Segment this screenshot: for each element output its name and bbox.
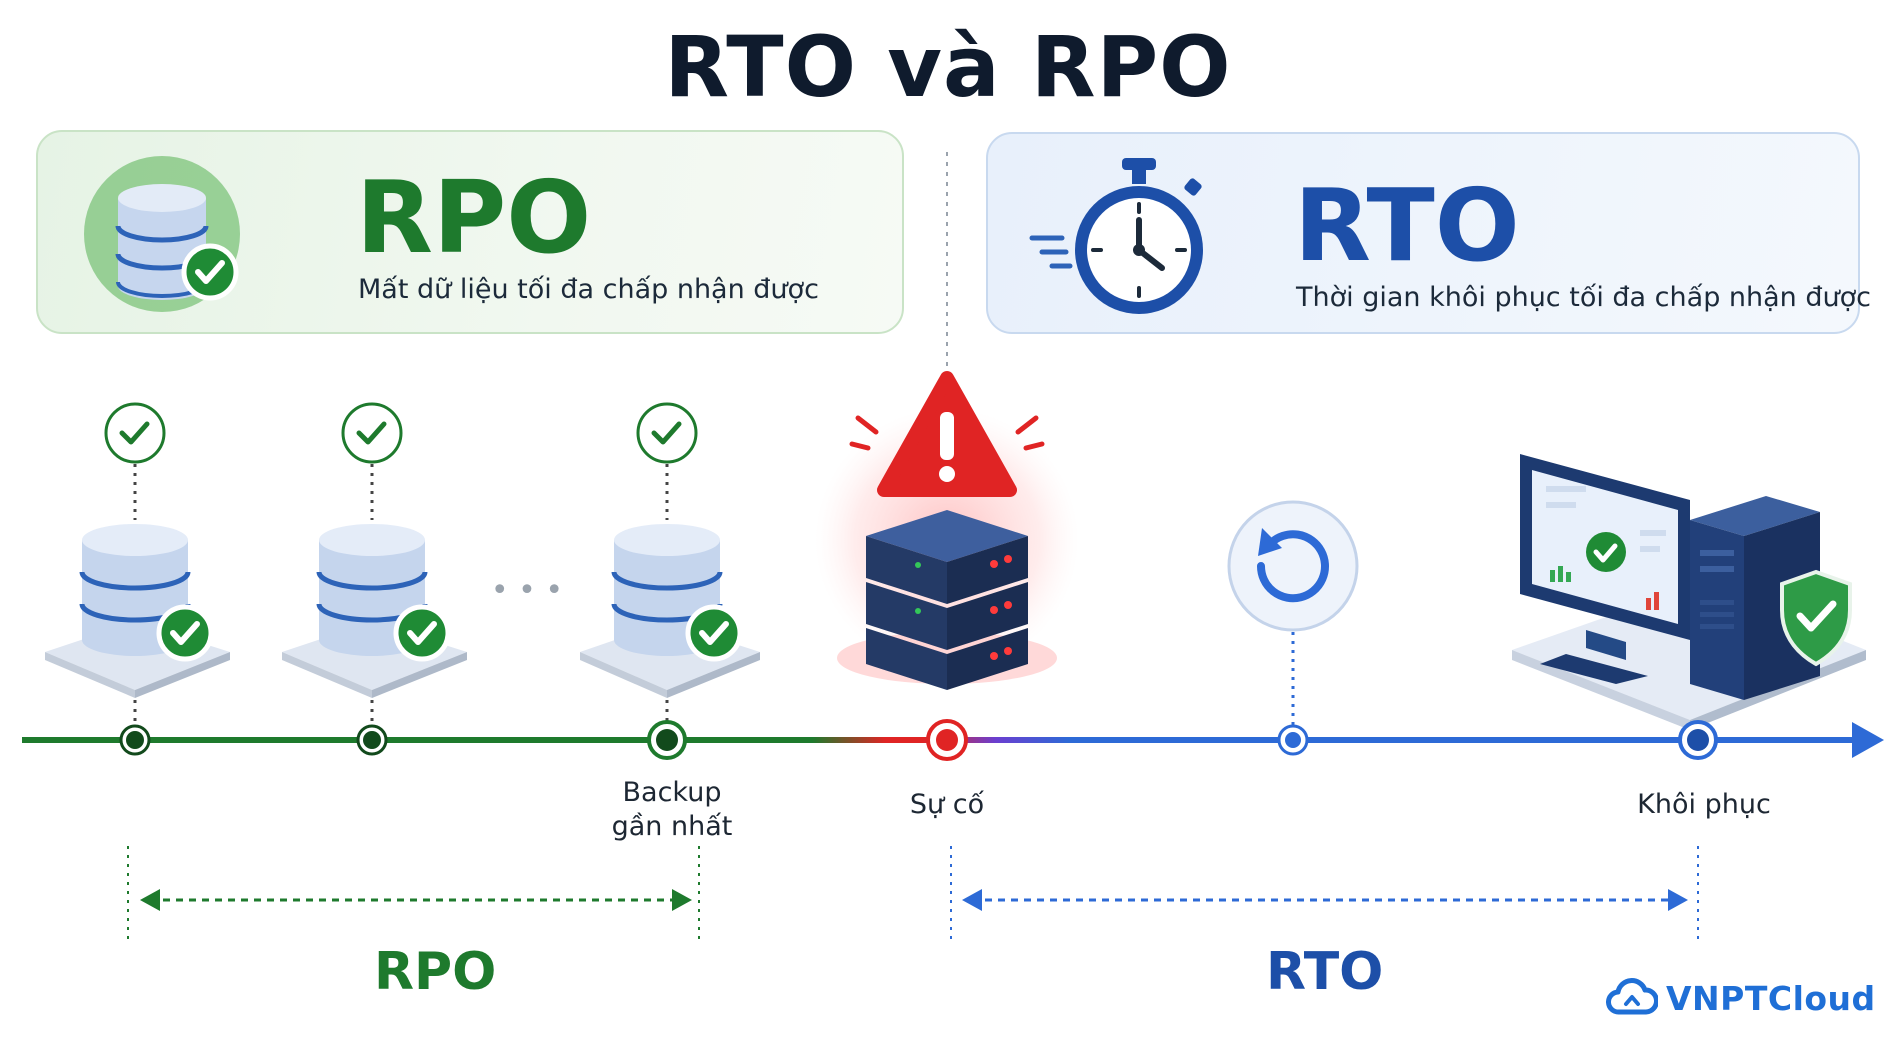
brand-name: VNPTCloud: [1666, 978, 1876, 1018]
rto-card-heading: RTO: [1294, 167, 1520, 284]
backup-node-1: [45, 402, 230, 726]
cloud-logo-icon: [1606, 978, 1658, 1015]
rpo-range-label: RPO: [374, 942, 497, 1002]
brand-logo: VNPTCloud: [1606, 978, 1876, 1018]
rto-card-subtitle: Thời gian khôi phục tối đa chấp nhận đượ…: [1296, 282, 1871, 313]
incident-label: Sự cố: [909, 789, 985, 820]
rpo-card-heading: RPO: [356, 159, 592, 276]
restore-arrow-icon: [1256, 528, 1329, 603]
last-backup-label-line-1: Backup: [622, 777, 722, 808]
rto-range-label: RTO: [1266, 942, 1384, 1002]
timeline-node-recovered: [1678, 720, 1718, 760]
restore-node: [1227, 500, 1359, 726]
rpo-card: RPO Mất dữ liệu tối đa chấp nhận được: [36, 130, 904, 334]
timeline-node-backup-latest: [647, 720, 687, 760]
timeline-node-restore: [1277, 724, 1309, 756]
rpo-card-subtitle: Mất dữ liệu tối đa chấp nhận được: [358, 274, 819, 305]
timeline-arrowhead: [1852, 722, 1884, 758]
timeline-node-backup-2: [356, 724, 388, 756]
rto-range-bracket: [950, 846, 1699, 940]
rto-card: RTO Thời gian khôi phục tối đa chấp nhận…: [986, 132, 1871, 334]
backup-node-latest: [580, 402, 760, 726]
incident-server: [815, 371, 1079, 690]
backup-ellipsis: • • •: [491, 573, 563, 608]
timeline-node-backup-1: [119, 724, 151, 756]
warning-triangle-icon: [849, 371, 1045, 497]
computer-shield-icon: [1512, 454, 1866, 730]
database-check-icon: [84, 156, 240, 312]
recovered-label: Khôi phục: [1637, 789, 1771, 820]
backup-node-2: [282, 402, 467, 726]
last-backup-label: Backup gần nhất: [592, 776, 752, 844]
rpo-range-bracket: [127, 846, 700, 940]
page-title: RTO và RPO: [664, 18, 1232, 116]
timeline-node-incident: [926, 719, 968, 761]
last-backup-label-line-2: gần nhất: [611, 811, 733, 842]
stopwatch-icon: [1029, 158, 1203, 314]
